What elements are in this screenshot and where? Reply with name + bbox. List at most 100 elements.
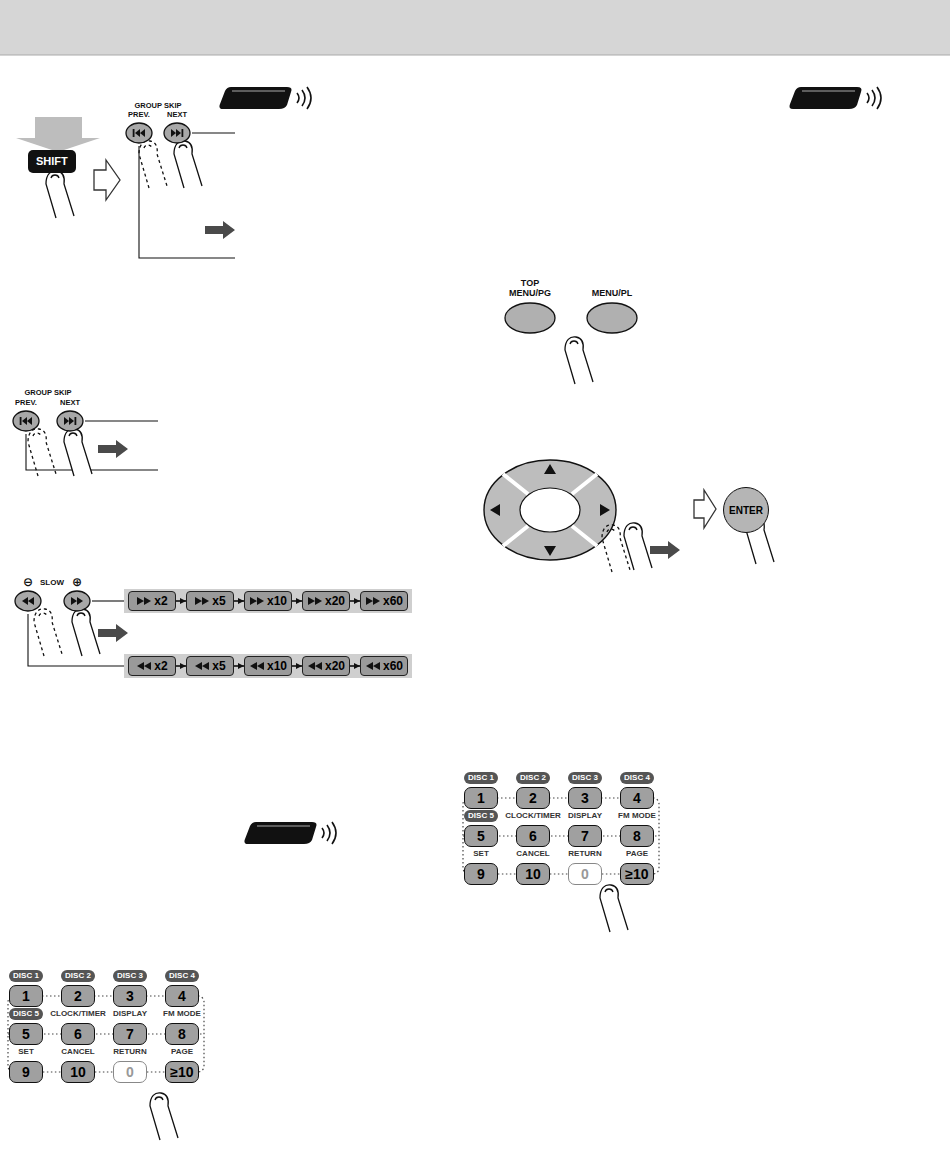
step-arrow — [94, 160, 120, 200]
key-label-row: CLOCK/TIMER — [52, 1008, 104, 1020]
key-label: CLOCK/TIMER — [50, 1008, 106, 1020]
button-label: MENU/PL — [592, 288, 633, 298]
key-label: DISPLAY — [113, 1008, 147, 1020]
icon-part — [308, 662, 322, 670]
button-label: NEXT — [157, 110, 197, 120]
key-label-row: DISC 5 — [0, 1008, 52, 1020]
key-label-row: RETURN — [104, 1046, 156, 1058]
speed-band — [124, 654, 412, 678]
disc-label: DISC 2 — [516, 772, 550, 784]
key-button: 9 — [464, 863, 498, 885]
button-label: SHIFT — [36, 155, 68, 167]
button-icon — [63, 590, 91, 612]
disc-label: DISC 1 — [464, 772, 498, 784]
key-button: ≥10 — [620, 863, 654, 885]
key-label-row: CLOCK/TIMER — [507, 810, 559, 822]
key-label: PAGE — [626, 848, 648, 860]
number-key: DISC 33 — [559, 772, 611, 809]
keypad-dots — [8, 798, 659, 1072]
speed-indicator: x5 — [186, 591, 234, 611]
icon-part — [64, 417, 76, 425]
shift-button: SHIFT — [28, 150, 76, 173]
key-label: RETURN — [113, 1046, 146, 1058]
key-label-row: DISC 1 — [0, 970, 52, 982]
button-icon — [14, 590, 42, 612]
key-button: 8 — [165, 1023, 199, 1045]
flow-arrow — [234, 665, 244, 667]
speed-text: x20 — [325, 659, 345, 673]
speed-indicator: x2 — [128, 656, 176, 676]
speed-icon — [307, 661, 323, 671]
key-label: CLOCK/TIMER — [505, 810, 561, 822]
speed-indicator: x20 — [302, 591, 350, 611]
disc-label: DISC 1 — [9, 970, 43, 982]
key-button: 1 — [9, 985, 43, 1007]
key-label: PAGE — [171, 1046, 193, 1058]
button-label: PREV. — [119, 110, 159, 120]
key-button: 3 — [113, 985, 147, 1007]
key-label-row: DISC 1 — [455, 772, 507, 784]
speed-icon — [365, 596, 381, 606]
speed-indicator: x10 — [244, 591, 292, 611]
key-button: 3 — [568, 787, 602, 809]
key-label: FM MODE — [163, 1008, 201, 1020]
key-label-row: FM MODE — [611, 810, 663, 822]
icon-part — [587, 303, 637, 333]
remote-button: PREV. — [119, 110, 159, 144]
number-key: DISC 22 — [507, 772, 559, 809]
speed-icon — [365, 661, 381, 671]
key-button: 2 — [61, 985, 95, 1007]
section-label: GROUP SKIP — [118, 101, 198, 111]
number-key: FM MODE 8 — [156, 1008, 208, 1045]
number-key: RETURN 0 — [104, 1046, 156, 1083]
key-button: 10 — [61, 1061, 95, 1083]
button-label: ENTER — [729, 505, 763, 516]
speed-icon — [194, 661, 210, 671]
disc-label: DISC 5 — [9, 1008, 43, 1020]
key-button: 1 — [464, 787, 498, 809]
number-key: DISPLAY7 — [559, 810, 611, 847]
number-key: CLOCK/TIMER6 — [52, 1008, 104, 1045]
disc-label: DISC 3 — [113, 970, 147, 982]
key-label-row: RETURN — [559, 848, 611, 860]
number-key: DISPLAY 7 — [104, 1008, 156, 1045]
key-button: 0 — [113, 1061, 147, 1083]
key-button: 7 — [113, 1023, 147, 1045]
flow-arrow — [292, 665, 302, 667]
menu-button: TOP MENU/PG — [498, 268, 562, 334]
speed-icon — [136, 661, 152, 671]
number-key: CANCEL10 — [507, 848, 559, 885]
number-key: CANCEL10 — [52, 1046, 104, 1083]
icon-part — [13, 411, 39, 431]
section-label: SLOW — [37, 578, 67, 588]
remote-button: NEXT — [50, 398, 90, 432]
icon-part — [250, 662, 264, 670]
key-label-row: CANCEL — [507, 848, 559, 860]
flow-arrow — [292, 600, 302, 602]
speed-indicator: x60 — [360, 656, 408, 676]
button-icon — [56, 410, 84, 432]
speed-text: x60 — [383, 594, 403, 608]
key-button: 4 — [165, 985, 199, 1007]
key-label: FM MODE — [618, 810, 656, 822]
number-key: RETURN0 — [559, 848, 611, 885]
speed-icon — [136, 596, 152, 606]
move-arrow — [98, 440, 128, 458]
key-button: 4 — [620, 787, 654, 809]
key-label-row: DISC 3 — [104, 970, 156, 982]
key-label: DISPLAY — [568, 810, 602, 822]
key-label-row: DISC 2 — [52, 970, 104, 982]
disc-label: DISC 4 — [165, 970, 199, 982]
speed-text: x10 — [267, 594, 287, 608]
number-key: DISC 4 4 — [156, 970, 208, 1007]
flow-arrow — [234, 600, 244, 602]
key-button: 5 — [464, 825, 498, 847]
remote-button: NEXT — [157, 110, 197, 144]
key-label-row: SET — [0, 1046, 52, 1058]
key-label-row: DISPLAY — [559, 810, 611, 822]
number-key: DISC 2 2 — [52, 970, 104, 1007]
key-label-row: DISC 2 — [507, 772, 559, 784]
remote-button: PREV. — [6, 398, 46, 432]
button-label: TOP MENU/PG — [506, 278, 554, 298]
fingers — [28, 141, 774, 1140]
